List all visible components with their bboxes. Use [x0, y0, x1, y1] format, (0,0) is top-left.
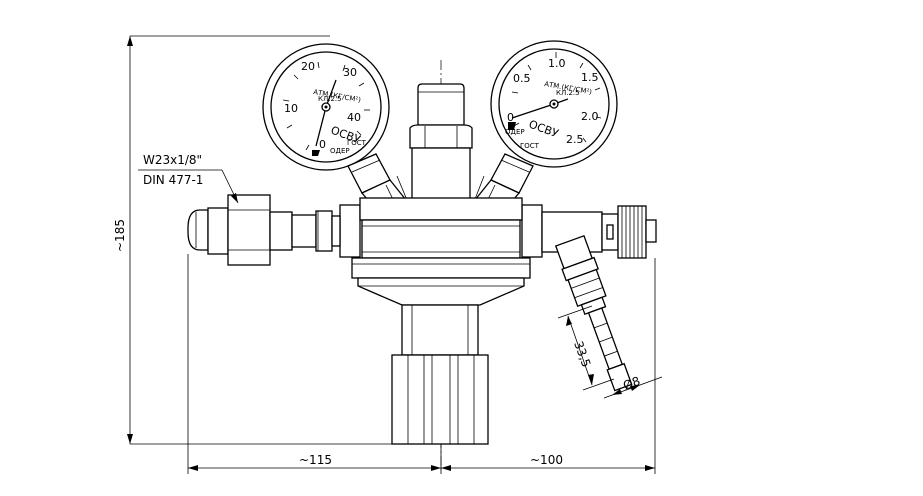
left-gauge-footer-a: ОДЕР [330, 147, 350, 155]
left-gauge-scale-10: 10 [284, 102, 298, 115]
hose-fitting [554, 234, 633, 392]
high-pressure-gauge: 0 10 20 30 40 АТМ.(КГ/СМ²) КЛ.2.5 ОСВУ О… [262, 43, 390, 171]
right-gauge-scale-1-0: 1.0 [548, 57, 566, 70]
dim-hose-dia-label: Ø8 [621, 374, 642, 393]
dim-right-label: ~100 [530, 453, 563, 467]
right-gauge-scale-0-5: 0.5 [513, 72, 531, 85]
left-gauge-unit-sub: КЛ.2.5 [318, 95, 342, 103]
left-gauge-scale-30: 30 [343, 66, 357, 79]
low-pressure-gauge: 0 0.5 1.0 1.5 2.0 2.5 АТМ.(КГ/СМ²) КЛ.2.… [490, 40, 618, 168]
dim-height-label: ~185 [113, 219, 127, 252]
right-gauge-scale-0: 0 [507, 111, 514, 124]
thread-spec-label: W23x1/8" [143, 153, 202, 167]
dim-left-label: ~115 [299, 453, 332, 467]
right-gauge-footer-b: ГОСТ [520, 142, 540, 150]
left-gauge-scale-40: 40 [347, 111, 361, 124]
left-gauge-footer-b: ГОСТ [347, 139, 367, 147]
din-standard-label: DIN 477-1 [143, 173, 203, 187]
dimension-height: ~185 [113, 35, 392, 445]
regulator-body [339, 197, 543, 356]
dimension-hose-diameter: Ø8 [603, 374, 663, 399]
dimension-width: ~115 ~100 [187, 254, 656, 474]
right-gauge-scale-2-5: 2.5 [566, 133, 584, 146]
left-gauge-scale-0: 0 [319, 138, 326, 151]
right-gauge-code: ОСВУ [527, 118, 560, 141]
left-gauge-scale-20: 20 [301, 60, 315, 73]
right-gauge-footer-a: ОДЕР [505, 128, 525, 136]
right-gauge-unit-sub: КЛ.2.5 [556, 89, 580, 97]
right-gauge-scale-2-0: 2.0 [581, 110, 599, 123]
dim-hose-length-label: 33,5 [571, 339, 593, 369]
right-gauge-scale-1-5: 1.5 [581, 71, 599, 84]
inlet-connector [187, 194, 341, 266]
thread-callout: W23x1/8" DIN 477-1 [138, 153, 239, 204]
adjusting-knob [391, 354, 489, 445]
